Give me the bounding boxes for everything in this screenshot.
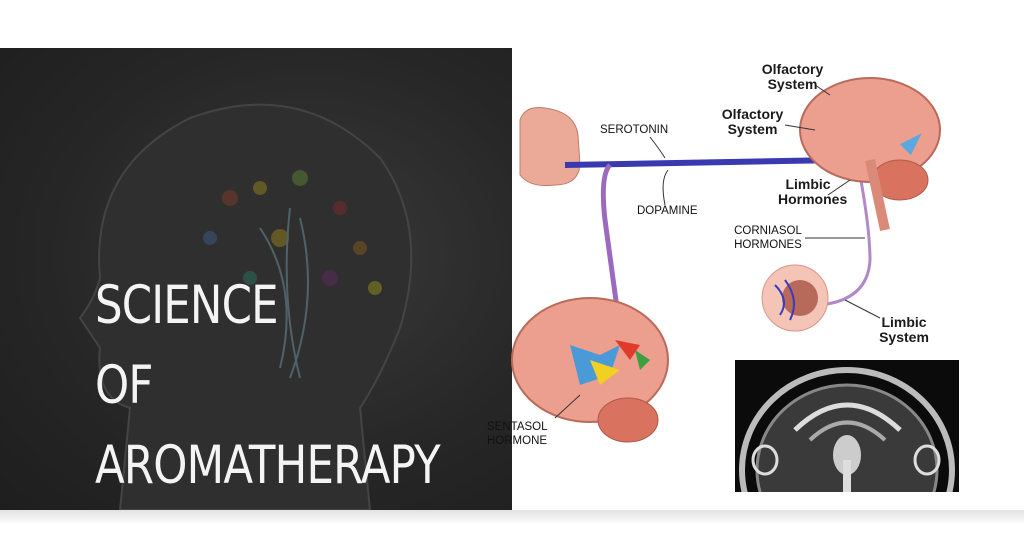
title-panel: SCIENCE OF AROMATHERAPY bbox=[0, 48, 512, 510]
mri-scan-image bbox=[735, 360, 959, 492]
label-dopamine: DOPAMINE bbox=[637, 205, 698, 217]
label-olfactory-system-top: Olfactory System bbox=[761, 61, 824, 92]
label-olfactory-system: Olfactory System bbox=[721, 106, 784, 137]
bottom-shadow bbox=[0, 505, 1024, 525]
head-silhouette-image bbox=[78, 103, 413, 510]
title-line: SCIENCE bbox=[95, 275, 279, 336]
nerve-pathway bbox=[564, 157, 841, 168]
brainstem bbox=[865, 158, 890, 232]
title-line: OF bbox=[95, 355, 153, 416]
leader-lines bbox=[554, 84, 881, 419]
page-title: SCIENCE OF AROMATHERAPY bbox=[95, 266, 441, 506]
label-limbic-system: Limbic System bbox=[879, 314, 929, 345]
title-line: AROMATHERAPY bbox=[95, 435, 441, 496]
nerve-pathway bbox=[819, 174, 872, 307]
label-sentasol-hormone: SENTASOL HORMONE bbox=[487, 421, 548, 447]
label-corniasol-hormones: CORNIASOL HORMONES bbox=[734, 225, 802, 251]
label-limbic-hormones: Limbic Hormones bbox=[778, 176, 848, 207]
blue-region bbox=[899, 133, 922, 156]
label-serotonin: SEROTONIN bbox=[600, 124, 669, 136]
nose-illustration bbox=[519, 107, 581, 186]
